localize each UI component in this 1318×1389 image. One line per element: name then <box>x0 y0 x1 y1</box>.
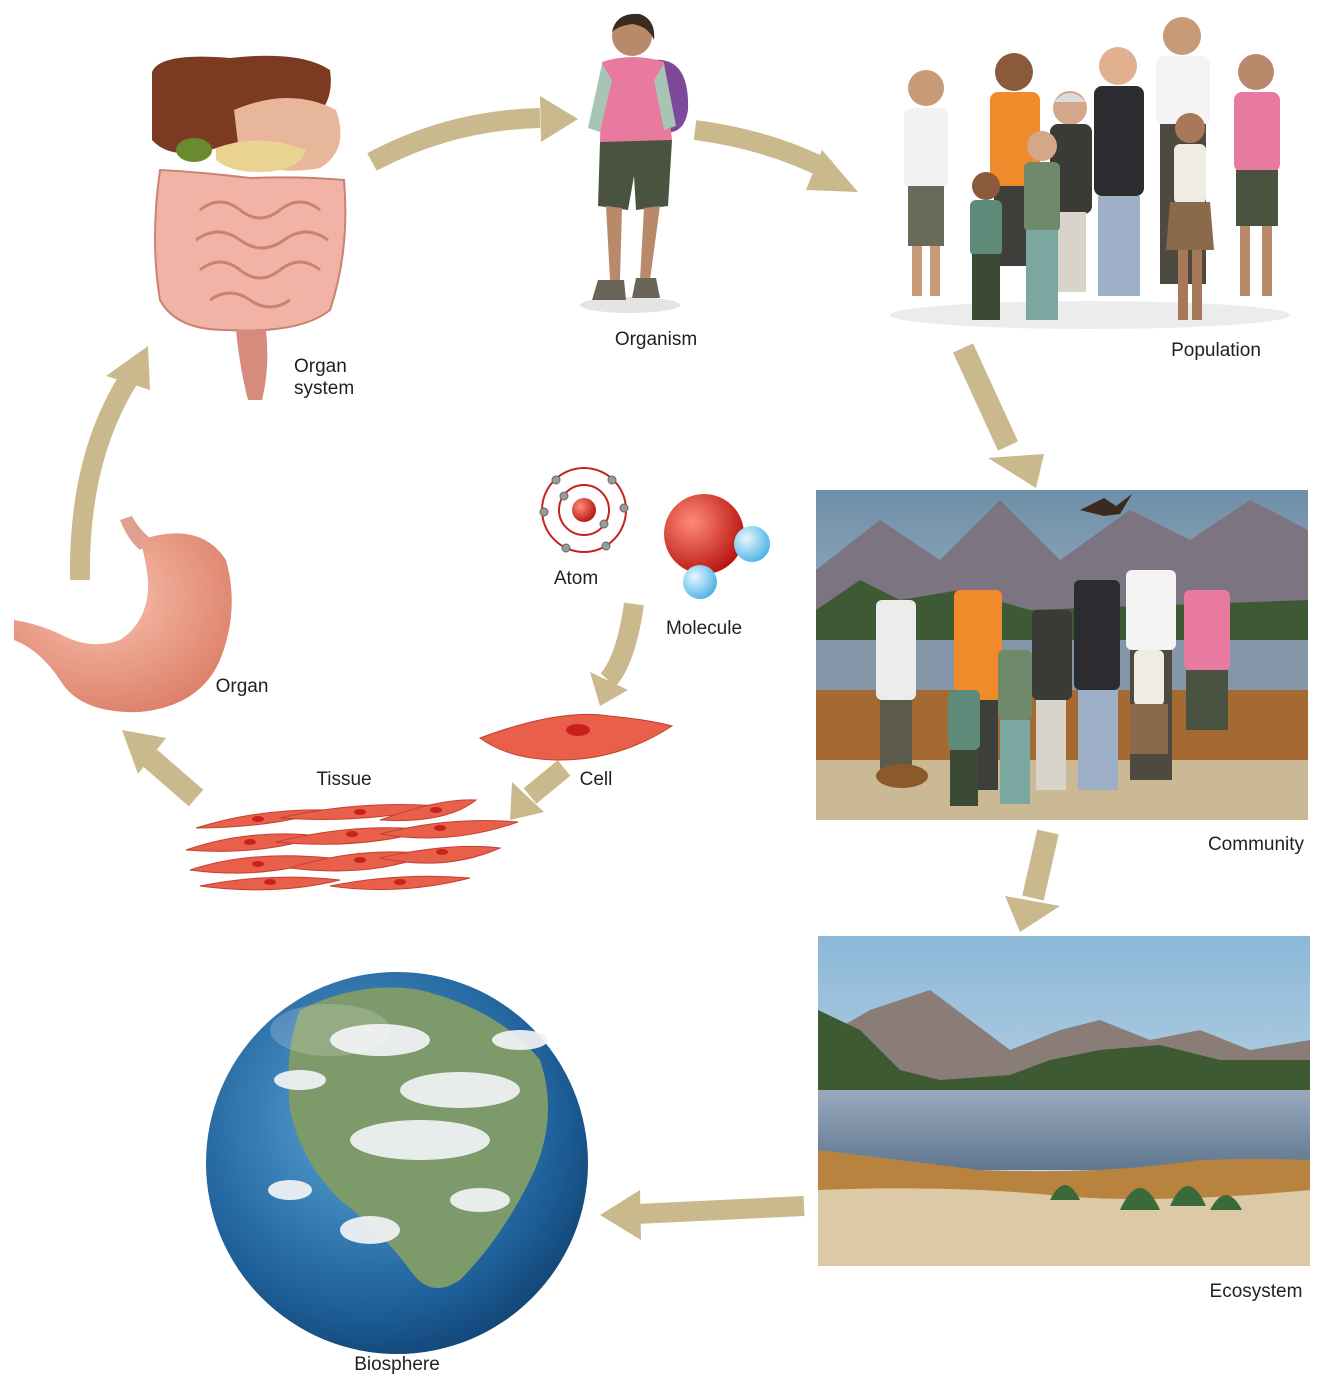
shadow <box>890 301 1290 329</box>
boots <box>592 278 660 300</box>
atom-nucleus <box>572 498 596 522</box>
ecosystem-lake <box>818 1090 1310 1170</box>
label-biosphere: Biosphere <box>354 1354 440 1375</box>
cell-body <box>480 714 672 760</box>
legs <box>606 206 660 280</box>
cell-nucleus <box>566 724 590 736</box>
label-cell: Cell <box>580 769 613 790</box>
shorts <box>598 140 672 210</box>
label-organism: Organism <box>615 329 697 350</box>
label-atom: Atom <box>554 568 598 589</box>
organ-system-illustration <box>152 56 345 400</box>
intestines <box>155 170 345 331</box>
arrow-ecosystem-to-biosphere <box>636 1206 804 1214</box>
label-population: Population <box>1171 340 1261 361</box>
arrow-molecule-to-cell <box>608 604 634 680</box>
population-illustration <box>890 17 1290 329</box>
gallbladder <box>176 138 212 162</box>
label-organ: Organ <box>216 676 269 697</box>
label-community: Community <box>1208 834 1305 855</box>
arrow-cell-to-tissue <box>530 768 564 796</box>
arrow-head <box>600 1190 641 1240</box>
arrow-head <box>988 454 1044 488</box>
biosphere-illustration <box>206 972 588 1354</box>
label-molecule: Molecule <box>666 618 742 639</box>
people-group <box>904 17 1280 320</box>
dog <box>876 764 928 788</box>
cell-illustration <box>480 714 672 760</box>
hydrogen-atom-right <box>734 526 770 562</box>
oxygen-atom <box>664 494 744 574</box>
community-illustration <box>816 490 1308 820</box>
stomach <box>14 533 232 712</box>
arrow-organ-to-organ-system <box>80 380 128 580</box>
arrow-head <box>540 96 578 142</box>
atom-illustration <box>540 468 628 552</box>
arrow-community-to-ecosystem <box>1033 832 1048 898</box>
arrow-population-to-community <box>963 348 1008 446</box>
arrow-organism-to-population <box>695 130 828 170</box>
label-organ-system-line2: system <box>294 378 354 399</box>
organ-illustration <box>14 516 232 712</box>
arrow-organ-system-to-organism <box>372 118 540 162</box>
ecosystem-illustration <box>818 936 1310 1266</box>
organism-illustration <box>580 14 688 313</box>
tissue-illustration <box>186 800 518 890</box>
molecule-illustration <box>664 494 770 599</box>
earth-highlight <box>270 1004 390 1056</box>
label-tissue: Tissue <box>316 769 371 790</box>
arrow-head <box>1005 896 1060 932</box>
label-ecosystem: Ecosystem <box>1210 1281 1303 1302</box>
hydrogen-atom-bottom <box>683 565 717 599</box>
arrow-tissue-to-organ <box>150 758 196 798</box>
rectum <box>236 330 267 400</box>
label-organ-system-line1: Organ <box>294 356 347 377</box>
